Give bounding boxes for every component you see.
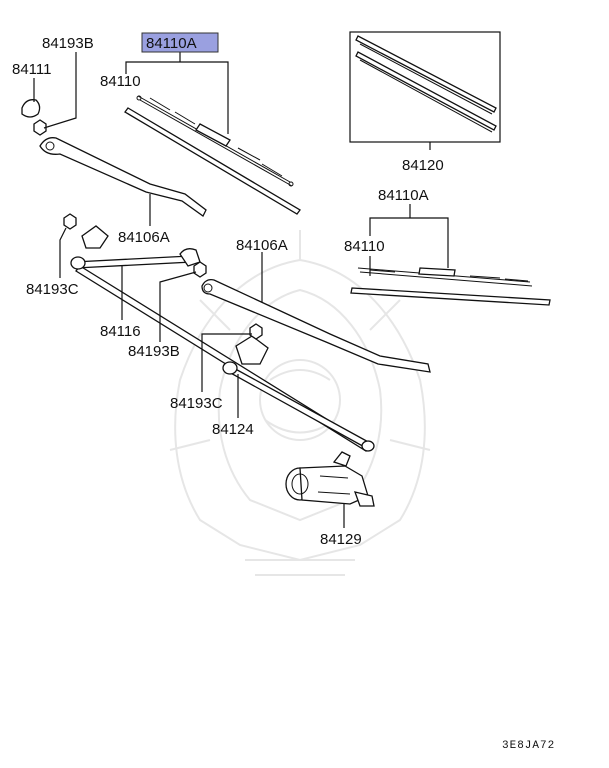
label-84106a-left[interactable]: 84106A [118,229,170,246]
label-84120[interactable]: 84120 [402,157,444,174]
label-84124[interactable]: 84124 [212,421,254,438]
label-84193c-left[interactable]: 84193C [26,281,79,298]
label-84110a-highlight[interactable]: 84110A [146,35,197,52]
label-84111[interactable]: 84111 [12,61,52,78]
pivot-cap [21,99,41,118]
wiper-linkage [70,225,375,452]
label-84110-right[interactable]: 84110 [344,238,385,255]
label-84110-left[interactable]: 84110 [100,73,141,90]
highlight-box [141,32,219,53]
label-84129[interactable]: 84129 [320,531,362,548]
nut-top [33,119,47,136]
label-84193c-mid[interactable]: 84193C [170,395,223,412]
nut-lower [249,323,263,340]
nut-left [63,213,77,230]
wiper-arm-left [39,137,207,217]
part-labels: 84110A 84193B 84111 84110 84120 84110A 8… [12,32,555,752]
watermark-emblem [169,230,431,576]
wiper-blade-left [124,95,301,215]
wiper-arm-right [201,278,431,373]
label-84116[interactable]: 84116 [100,323,141,340]
label-84193b-mid[interactable]: 84193B [128,343,180,360]
nut-mid [193,261,207,278]
wiper-blade-right [350,267,551,306]
wiper-motor [285,451,375,507]
label-84193b-top[interactable]: 84193B [42,35,94,52]
diagram-code: 3E8JA72 [502,740,555,752]
leader-lines [33,52,449,528]
label-84110a-right[interactable]: 84110A [378,187,429,204]
label-84106a-right[interactable]: 84106A [236,237,288,254]
refill-box [349,31,501,143]
